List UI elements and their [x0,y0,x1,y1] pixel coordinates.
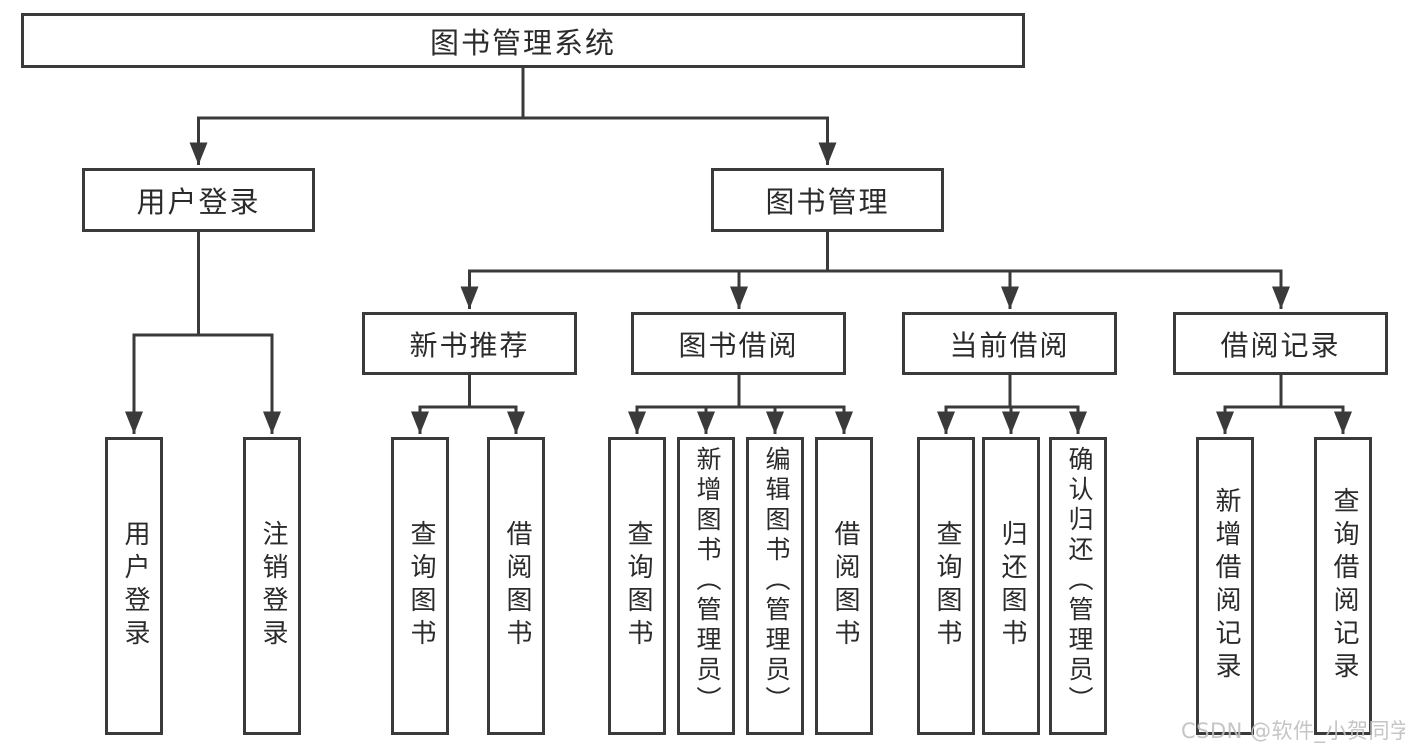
node-label: 借阅记录 [1220,328,1341,362]
leaf-return-books: 归还图书 [982,437,1040,735]
leaf-query-books-current: 查询图书 [917,437,975,735]
csdn-watermark: CSDN @软件_小贺同学 [1181,719,1405,743]
leaf-confirm-return-admin: 确认归还（管理员） [1049,437,1107,735]
leaf-user-login: 用户登录 [105,437,163,735]
node-label: 新书推荐 [409,328,530,362]
leaf-add-borrow-record: 新增借阅记录 [1196,437,1254,735]
node-book-borrowing: 图书借阅 [631,312,846,375]
node-label: 图书管理 [765,185,890,219]
leaf-edit-books-admin: 编辑图书（管理员） [746,437,804,735]
node-book-management: 图书管理 [711,168,944,232]
leaf-query-books-borrow: 查询图书 [608,437,666,735]
node-label: 图书借阅 [678,328,799,362]
node-borrowing-records: 借阅记录 [1173,312,1388,375]
leaf-query-borrow-record: 查询借阅记录 [1314,437,1372,735]
leaf-borrow-books: 借阅图书 [815,437,873,735]
leaf-query-books-recommend: 查询图书 [391,437,449,735]
leaf-logout: 注销登录 [243,437,301,735]
node-label: 图书管理系统 [429,25,616,60]
leaf-add-books-admin: 新增图书（管理员） [677,437,735,735]
node-user-login: 用户登录 [82,168,315,232]
node-library-management-system: 图书管理系统 [21,13,1025,68]
leaf-borrow-books-recommend: 借阅图书 [487,437,545,735]
node-current-borrowing: 当前借阅 [902,312,1117,375]
node-new-book-recommendation: 新书推荐 [362,312,577,375]
node-label: 用户登录 [136,185,261,219]
node-label: 当前借阅 [949,328,1070,362]
